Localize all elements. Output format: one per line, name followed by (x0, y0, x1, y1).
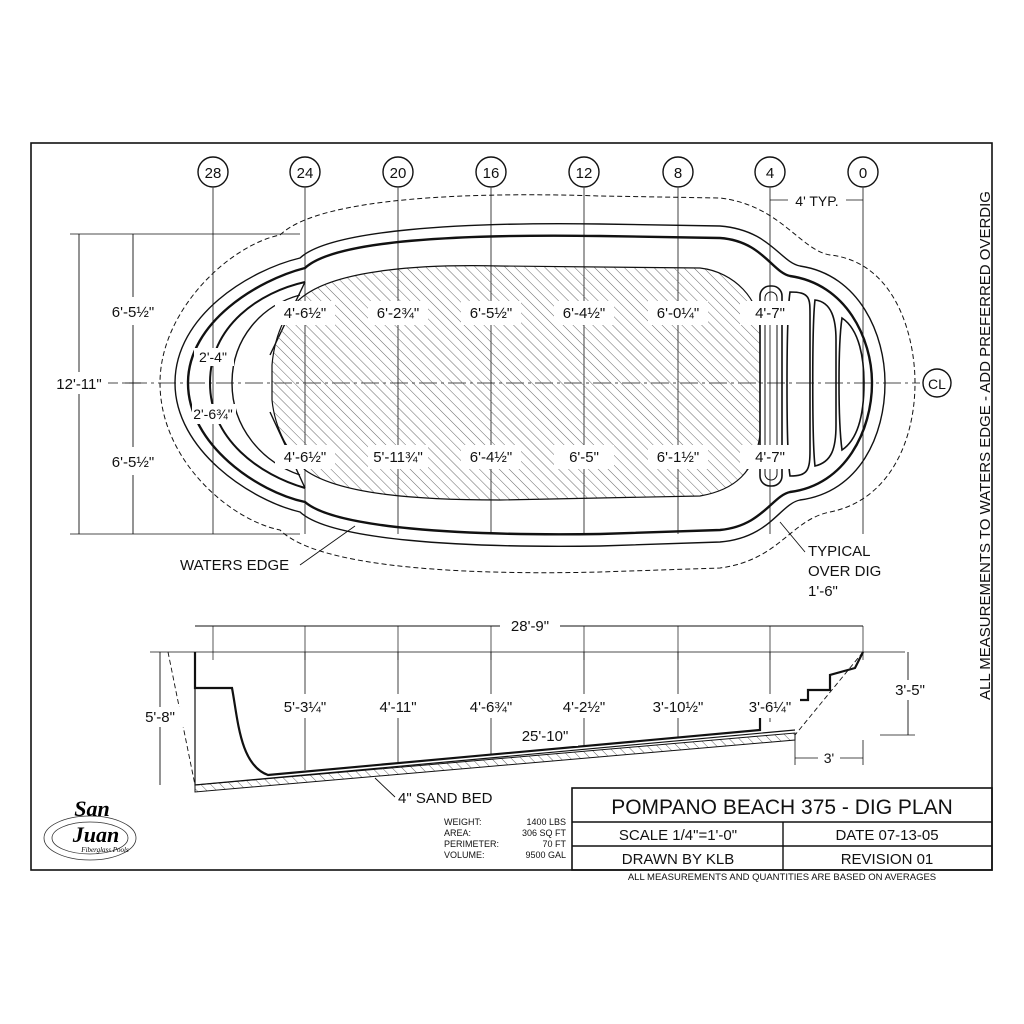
centerline-label: CL (928, 376, 946, 392)
station-circle-0 (847, 156, 879, 188)
station-label-20: 20 (390, 165, 407, 182)
bottom_row-dim-1: 5'-11¾" (373, 449, 423, 466)
section-depth-dims: 5'-3¼" 4'-11" 4'-6¾" 4'-2½" 3'-10½" 3'-6¼" (275, 652, 800, 770)
station-label-4: 4 (766, 165, 774, 182)
side-note: ALL MEASUREMENTS TO WATERS EDGE - ADD PR… (977, 191, 994, 700)
spec-value-0: 1400 LBS (526, 817, 566, 827)
spec-value-1: 306 SQ FT (522, 828, 567, 838)
station-circle-24 (289, 156, 321, 188)
half-width-bottom-dim: 6'-5½" (112, 454, 154, 471)
station-label-12: 12 (576, 165, 593, 182)
top_row-dim-2: 6'-5½" (470, 305, 512, 322)
spec-label-2: PERIMETER: (444, 839, 499, 849)
step-offset-dim: 3' (824, 750, 834, 766)
sand-bed (194, 732, 796, 793)
spec-label-0: WEIGHT: (444, 817, 482, 827)
left-end-dim-a: 2'-4" (199, 349, 227, 365)
waters-edge-leader (299, 525, 356, 566)
pool-waters-edge (186, 234, 874, 536)
footnote: ALL MEASUREMENTS AND QUANTITIES ARE BASE… (628, 872, 936, 883)
overall-length-dim: 28'-9" (511, 618, 549, 635)
bottom_row-dim-0: 4'-6½" (284, 449, 326, 466)
plan-top-dims: 4'-6½" 6'-2¾" 6'-5½" 6'-4½" 6'-0¼" 4'-7" (275, 301, 800, 325)
logo-line-2: Juan (72, 822, 119, 847)
station-label-8: 8 (674, 165, 682, 182)
overdig-label-2: OVER DIG (808, 563, 881, 580)
floor-length-dim: 25'-10" (522, 728, 569, 745)
spec-label-1: AREA: (444, 828, 471, 838)
sand-bed-label: 4" SAND BED (398, 790, 493, 807)
title-block (571, 787, 993, 871)
scale-label: SCALE 1/4"=1'-0" (619, 827, 737, 844)
waters-edge-label: WATERS EDGE (180, 557, 289, 574)
drawing-title: POMPANO BEACH 375 - DIG PLAN (611, 796, 953, 819)
depth-dim-5: 3'-6¼" (749, 699, 791, 716)
revision-label: REVISION 01 (841, 851, 934, 868)
station-label-16: 16 (483, 165, 500, 182)
deep-end-dim: 5'-8" (145, 709, 175, 726)
plan-bottom-dims: 4'-6½" 5'-11¾" 6'-4½" 6'-5" 6'-1½" 4'-7" (275, 445, 800, 469)
top_row-dim-0: 4'-6½" (284, 305, 326, 322)
depth-dim-3: 4'-2½" (563, 699, 605, 716)
station-label-28: 28 (205, 165, 222, 182)
station-circle-20 (382, 156, 414, 188)
bottom_row-dim-2: 6'-4½" (470, 449, 512, 466)
sheet-border (30, 142, 993, 871)
logo-tagline: Fiberglass Pools (80, 846, 129, 854)
left-bench-inner (231, 294, 301, 476)
bottom_row-dim-5: 4'-7" (755, 449, 785, 466)
centerline-marker (922, 368, 952, 398)
overdig-label-3: 1'-6" (808, 583, 838, 600)
typ-spacing-dim: 4' TYP. (795, 193, 838, 209)
san-juan-logo: San Juan Fiberglass Pools (43, 796, 137, 861)
entry-steps (759, 285, 865, 487)
bottom_row-dim-3: 6'-5" (569, 449, 599, 466)
logo-line-1: San (74, 796, 109, 821)
depth-dim-4: 3'-10½" (653, 699, 704, 716)
station-label-24: 24 (297, 165, 314, 182)
station-circle-12 (568, 156, 600, 188)
overdig-label-1: TYPICAL (808, 543, 871, 560)
pool-specs: WEIGHT: 1400 LBS AREA: 306 SQ FT PERIMETER: 7… (444, 817, 567, 860)
station-circle-4 (754, 156, 786, 188)
left-bench-edge (208, 281, 306, 489)
drawn-by-label: DRAWN BY KLB (622, 851, 735, 868)
overall-width-dim: 12'-11" (56, 376, 101, 393)
station-circle-28 (197, 156, 229, 188)
depth-dim-0: 5'-3¼" (284, 699, 326, 716)
overdig-leader (779, 521, 806, 553)
bottom_row-dim-4: 6'-1½" (657, 449, 699, 466)
spec-value-3: 9500 GAL (525, 850, 566, 860)
spec-label-3: VOLUME: (444, 850, 485, 860)
top_row-dim-4: 6'-0¼" (657, 305, 699, 322)
pool-deck-edge (174, 223, 886, 547)
station-circle-8 (662, 156, 694, 188)
date-label: DATE 07-13-05 (835, 827, 938, 844)
half-width-top-dim: 6'-5½" (112, 304, 154, 321)
depth-dim-1: 4'-11" (379, 699, 416, 716)
spec-value-2: 70 FT (542, 839, 566, 849)
shallow-overdig-line (794, 651, 864, 736)
left-end-dim-b: 2'-6¾" (193, 406, 233, 422)
top_row-dim-3: 6'-4½" (563, 305, 605, 322)
station-label-0: 0 (859, 165, 867, 182)
top_row-dim-1: 6'-2¾" (377, 305, 419, 322)
pool-section-shell (193, 651, 864, 777)
depth-dim-2: 4'-6¾" (470, 699, 512, 716)
top_row-dim-5: 4'-7" (755, 305, 785, 322)
station-markers: 28 24 20 16 12 8 4 0 (197, 156, 879, 660)
shallow-end-dim: 3'-5" (895, 682, 925, 699)
station-circle-16 (475, 156, 507, 188)
overdig-outline (159, 194, 916, 574)
